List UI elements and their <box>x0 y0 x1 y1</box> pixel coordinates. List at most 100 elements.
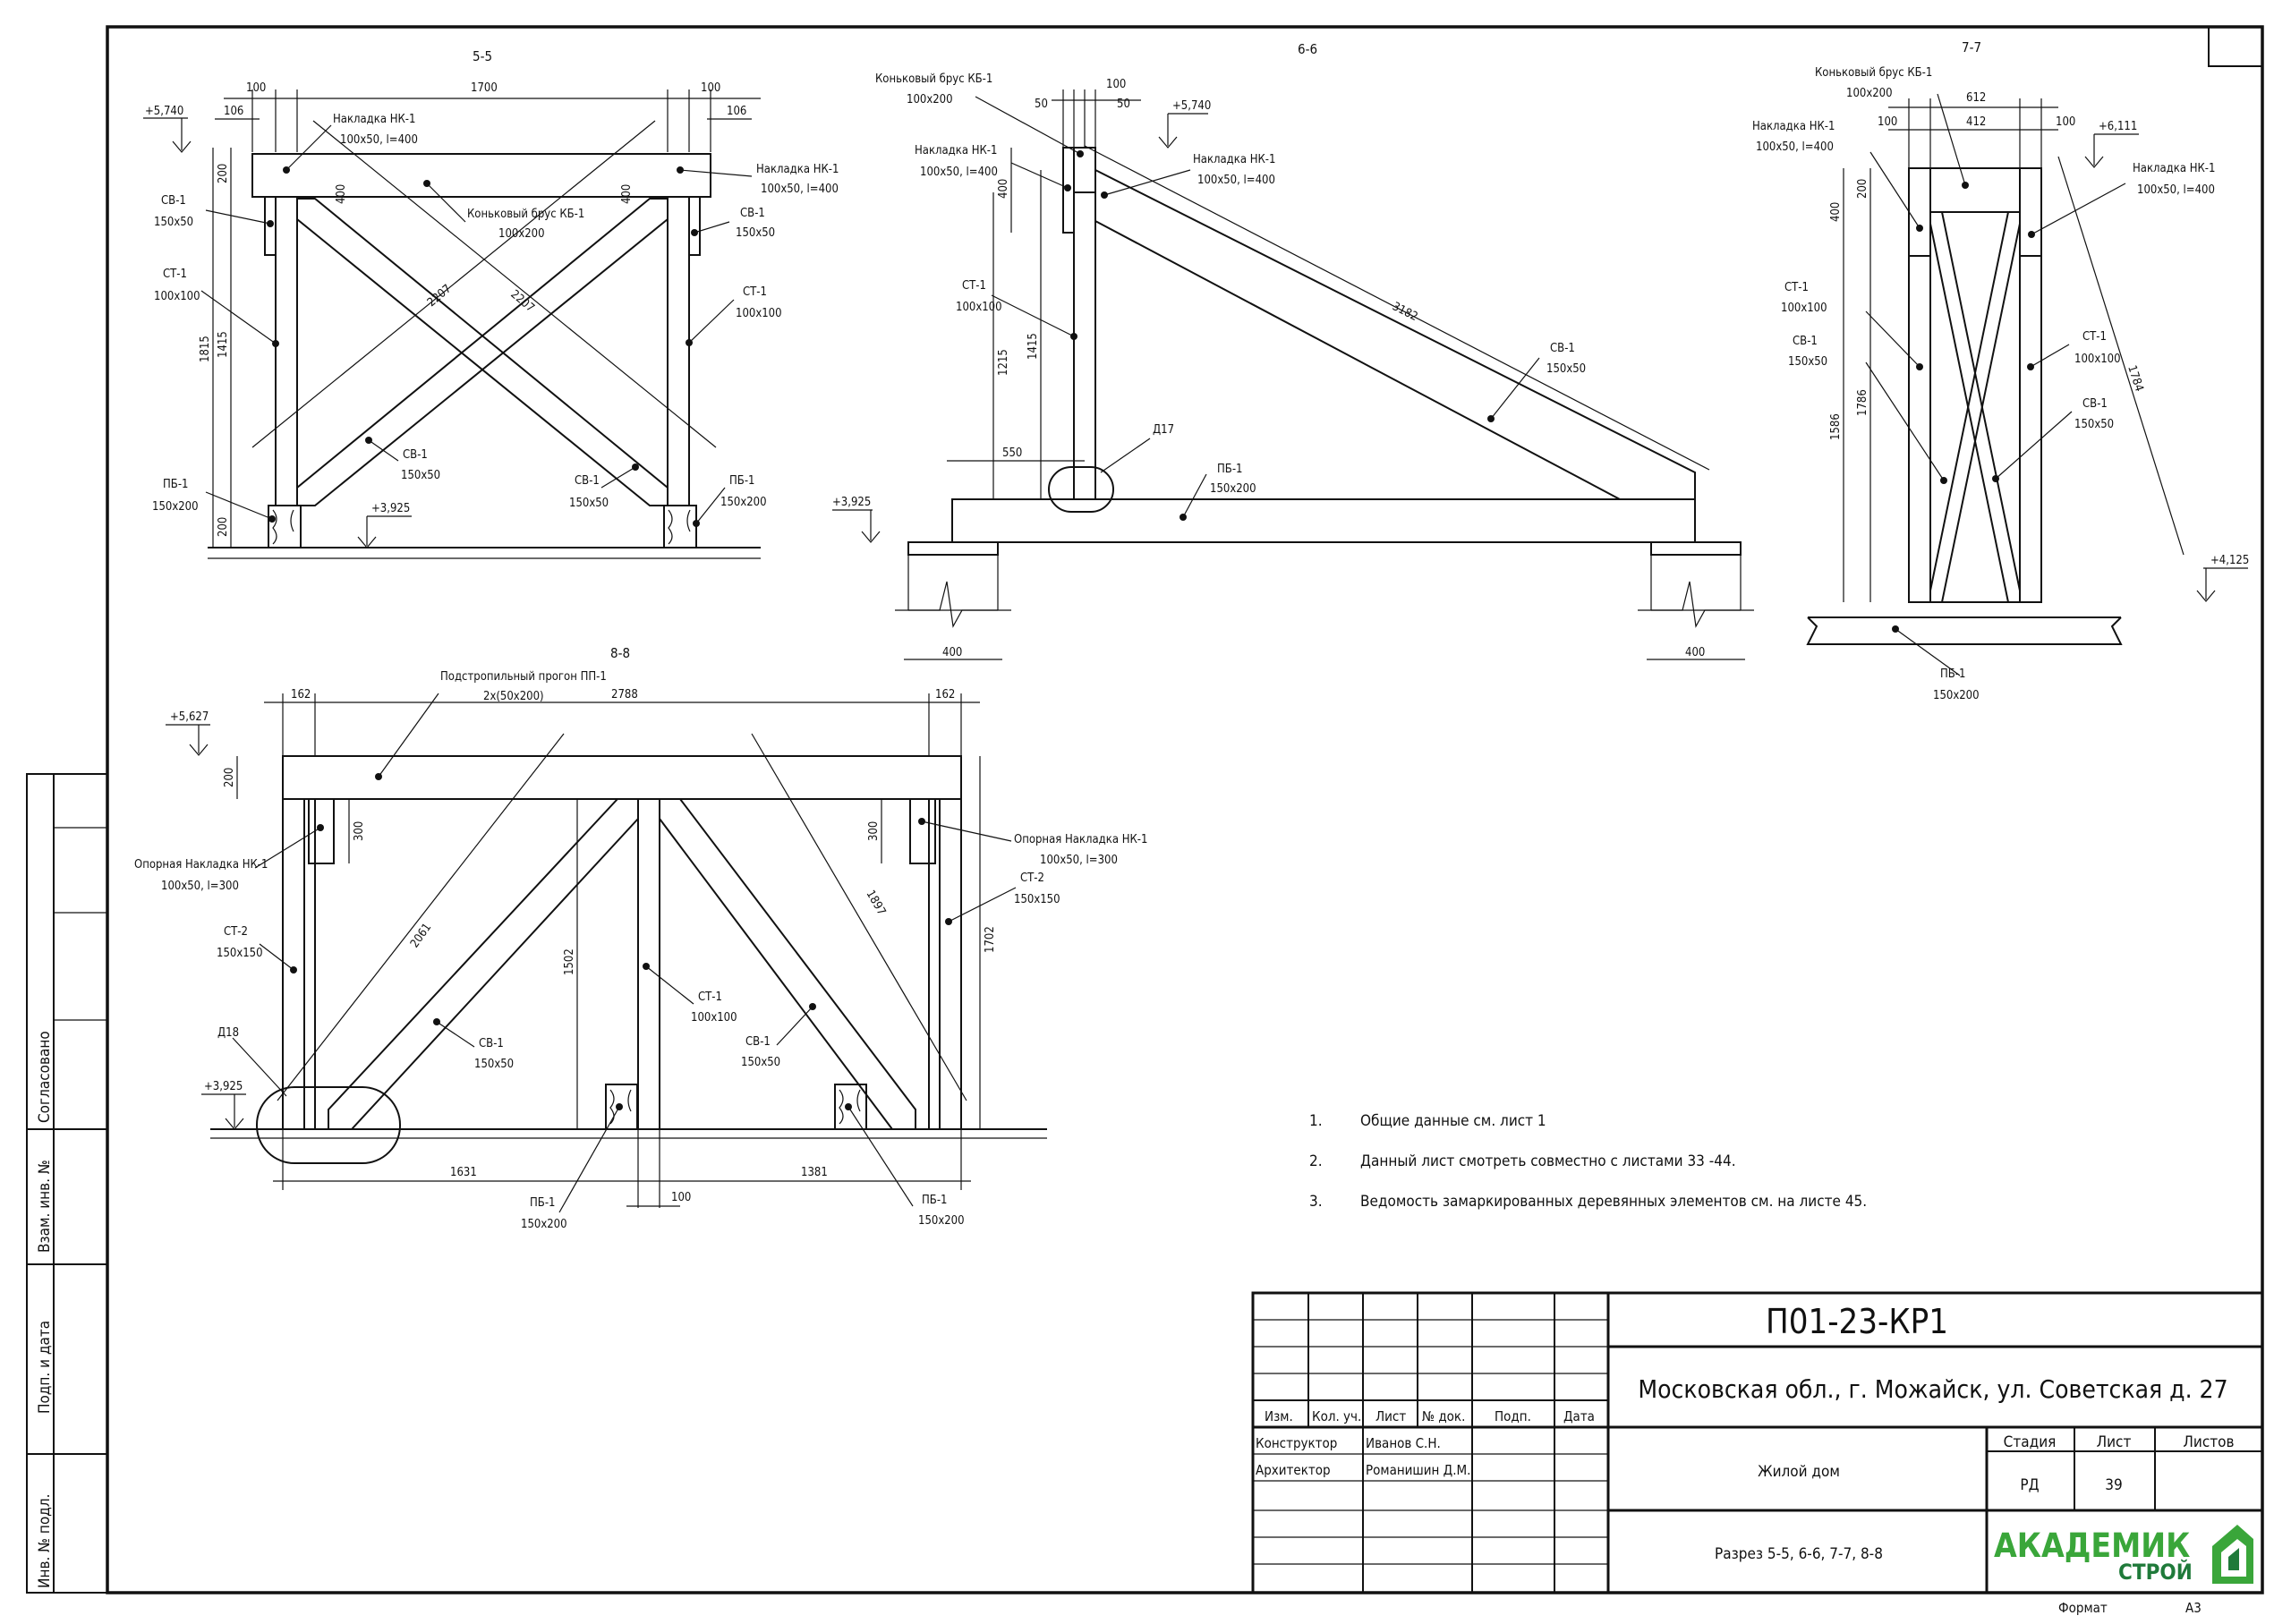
svg-text:СТ-1: СТ-1 <box>1784 281 1809 294</box>
stamp-vzam: Взам. инв. № <box>36 1160 54 1253</box>
section-8-8: 8-8 162 2788 162 200 300 300 1502 1702 2… <box>134 645 1147 1231</box>
svg-text:Коньковый брус КБ-1: Коньковый брус КБ-1 <box>1815 66 1932 80</box>
section-5-5: 5-5 100 1700 100 106 106 +5,740 +3,925 1… <box>143 48 839 559</box>
svg-text:Опорная Накладка НК-1: Опорная Накладка НК-1 <box>1014 833 1147 846</box>
svg-text:150х200: 150х200 <box>152 500 199 514</box>
svg-text:1586: 1586 <box>1829 413 1843 440</box>
svg-text:1631: 1631 <box>450 1166 477 1179</box>
svg-text:150х50: 150х50 <box>154 216 193 229</box>
svg-text:100х50, l=400: 100х50, l=400 <box>1197 174 1275 187</box>
company-logo: АКАДЕМИК СТРОЙ <box>1994 1525 2253 1585</box>
svg-text:612: 612 <box>1966 91 1986 105</box>
svg-text:+5,627: +5,627 <box>170 710 209 724</box>
svg-text:СТ-1: СТ-1 <box>698 991 722 1004</box>
svg-text:100х200: 100х200 <box>498 227 545 241</box>
svg-text:150х50: 150х50 <box>2074 418 2114 431</box>
svg-text:+5,740: +5,740 <box>1172 99 1211 113</box>
stamp-agreed: Согласовано <box>36 1031 54 1123</box>
notes: 1. Общие данные см. лист 1 2. Данный лис… <box>1309 1112 1867 1211</box>
svg-text:1415: 1415 <box>1026 333 1040 360</box>
ridge-beam <box>251 153 711 198</box>
logo-text-bottom: СТРОЙ <box>2118 1559 2193 1585</box>
svg-text:200: 200 <box>217 517 230 537</box>
svg-text:100: 100 <box>1106 78 1126 91</box>
svg-text:2207: 2207 <box>425 282 454 310</box>
logo-text-top: АКАДЕМИК <box>1994 1526 2190 1565</box>
svg-text:1702: 1702 <box>984 926 997 953</box>
title-7-7: 7-7 <box>1962 39 1981 55</box>
svg-text:1700: 1700 <box>471 81 498 95</box>
svg-text:100х100: 100х100 <box>1781 302 1827 315</box>
svg-text:100х50, l=400: 100х50, l=400 <box>340 133 418 147</box>
svg-text:100х50, l=400: 100х50, l=400 <box>1756 140 1834 154</box>
svg-text:СВ-1: СВ-1 <box>575 474 600 488</box>
svg-text:1815: 1815 <box>199 336 212 362</box>
svg-text:СВ-1: СВ-1 <box>1550 342 1575 355</box>
tb-sheet-header: Лист <box>2097 1433 2132 1451</box>
tb-sheets-header: Листов <box>2183 1433 2234 1451</box>
svg-text:150х50: 150х50 <box>1546 362 1586 376</box>
svg-text:+4,125: +4,125 <box>2210 554 2249 567</box>
corner-box <box>2208 26 2263 67</box>
svg-text:Накладка НК-1: Накладка НК-1 <box>756 163 839 176</box>
svg-text:СТ-1: СТ-1 <box>2082 330 2107 344</box>
svg-text:ПБ-1: ПБ-1 <box>530 1196 555 1210</box>
svg-text:50: 50 <box>1035 98 1048 111</box>
svg-text:100: 100 <box>246 81 266 95</box>
stamp-inv: Инв. № подл. <box>36 1493 54 1588</box>
note-1-num: 1. <box>1309 1112 1323 1130</box>
tb-format: А3 <box>2185 1600 2202 1616</box>
tb-stage-header: Стадия <box>2004 1433 2057 1451</box>
svg-text:150х50: 150х50 <box>741 1056 780 1069</box>
svg-text:100х100: 100х100 <box>736 307 782 320</box>
svg-text:2х(50х200): 2х(50х200) <box>483 690 544 703</box>
svg-text:СВ-1: СВ-1 <box>1793 335 1818 348</box>
svg-text:Накладка НК-1: Накладка НК-1 <box>915 144 997 157</box>
svg-text:400: 400 <box>942 646 962 659</box>
svg-text:Подстропильный прогон ПП-1: Подстропильный прогон ПП-1 <box>440 670 607 684</box>
svg-text:162: 162 <box>935 688 955 701</box>
svg-text:100х50, l=300: 100х50, l=300 <box>1040 854 1118 867</box>
tb-list: Лист <box>1375 1408 1406 1424</box>
stamp-podp: Подп. и дата <box>36 1321 54 1414</box>
svg-text:ПБ-1: ПБ-1 <box>729 474 754 488</box>
svg-text:СТ-2: СТ-2 <box>1020 872 1044 885</box>
svg-text:150х200: 150х200 <box>918 1214 965 1228</box>
svg-text:100х200: 100х200 <box>1846 87 1893 100</box>
svg-text:50: 50 <box>1117 98 1130 111</box>
svg-text:+3,925: +3,925 <box>832 496 871 509</box>
svg-text:100х50, l=400: 100х50, l=400 <box>2137 183 2215 197</box>
svg-text:1897: 1897 <box>864 889 889 918</box>
svg-text:СВ-1: СВ-1 <box>479 1037 504 1050</box>
tb-code: П01-23-КР1 <box>1766 1302 1948 1341</box>
svg-text:СТ-1: СТ-1 <box>962 279 986 293</box>
svg-text:+3,925: +3,925 <box>204 1080 243 1093</box>
title-block: Изм. Кол. уч. Лист № док. Подп. Дата Кон… <box>1251 1291 2264 1616</box>
svg-text:150х200: 150х200 <box>1933 689 1980 702</box>
tb-object: Жилой дом <box>1758 1463 1840 1481</box>
svg-text:СВ-1: СВ-1 <box>2082 397 2108 411</box>
svg-text:162: 162 <box>291 688 311 701</box>
svg-text:Опорная Накладка НК-1: Опорная Накладка НК-1 <box>134 858 268 872</box>
svg-text:1415: 1415 <box>217 331 230 358</box>
tb-role-1: Конструктор <box>1256 1435 1337 1451</box>
svg-text:1381: 1381 <box>801 1166 828 1179</box>
svg-text:150х50: 150х50 <box>474 1058 514 1071</box>
svg-text:СВ-1: СВ-1 <box>161 194 186 208</box>
tb-podp: Подп. <box>1495 1408 1531 1424</box>
svg-text:550: 550 <box>1002 446 1022 460</box>
svg-text:100х100: 100х100 <box>2074 353 2121 366</box>
svg-text:Накладка НК-1: Накладка НК-1 <box>1752 120 1835 133</box>
svg-text:Накладка НК-1: Накладка НК-1 <box>2133 162 2215 175</box>
svg-text:300: 300 <box>867 821 881 841</box>
svg-text:100х50, l=400: 100х50, l=400 <box>761 183 839 196</box>
svg-text:100: 100 <box>2056 115 2075 129</box>
svg-text:100х100: 100х100 <box>154 290 200 303</box>
svg-text:Накладка НК-1: Накладка НК-1 <box>333 113 415 126</box>
svg-text:400: 400 <box>997 179 1010 199</box>
svg-text:150х200: 150х200 <box>521 1218 567 1231</box>
svg-text:СТ-2: СТ-2 <box>224 925 248 939</box>
note-3-num: 3. <box>1309 1193 1323 1211</box>
svg-text:150х200: 150х200 <box>1210 482 1256 496</box>
